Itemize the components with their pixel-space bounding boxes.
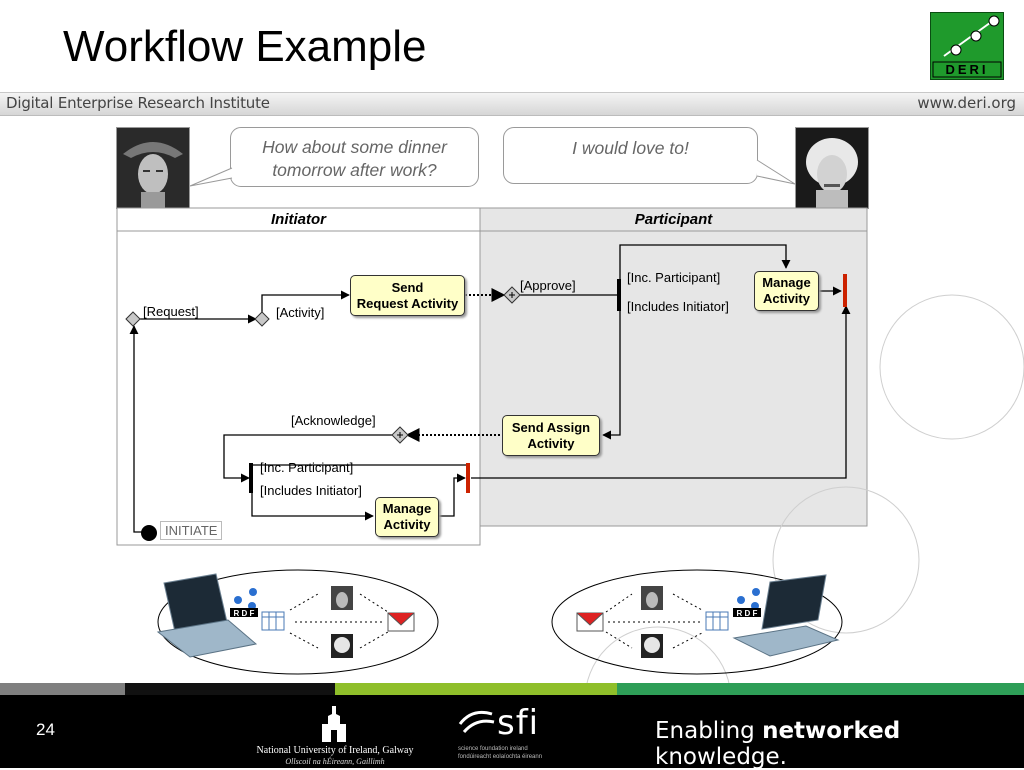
label-acknowledge: [Acknowledge] — [291, 413, 376, 428]
right-laptop-icon — [732, 574, 840, 657]
label-activity: [Activity] — [276, 305, 325, 320]
sfi-subtitle-ga: fondúireacht eolaíochta éireann — [458, 754, 543, 760]
manage-top-line-1: Manage — [762, 275, 811, 290]
footer-stripe-black — [125, 683, 335, 695]
label-includes-initiator-bottom: [Includes Initiator] — [260, 483, 362, 498]
right-mail-icon — [576, 612, 604, 632]
send-assign-line-2: Activity — [527, 435, 575, 451]
footer-stripe-gray — [0, 683, 125, 695]
lane-header-participant: Participant — [634, 211, 713, 228]
svg-text:R D F: R D F — [234, 609, 255, 618]
label-approve: [Approve] — [520, 278, 576, 293]
end-bar-top — [843, 274, 847, 307]
end-bar-bottom — [466, 463, 470, 493]
nuig-name: National University of Ireland, Galway — [256, 745, 414, 756]
send-request-line-2: Request Activity — [356, 295, 459, 311]
footer-stripe-lime — [335, 683, 617, 695]
label-includes-initiator-top: [Includes Initiator] — [627, 299, 729, 314]
initiator-speech-line-1: How about some dinner — [262, 137, 447, 157]
initiator-photo — [116, 127, 190, 209]
footer-stripe-green — [617, 683, 1024, 695]
send-assign-line-1: Send Assign — [511, 419, 591, 435]
tagline-post: knowledge. — [655, 744, 787, 770]
sfi-swoosh-icon — [458, 710, 495, 734]
initiate-start-node — [141, 525, 157, 541]
institute-name: Digital Enterprise Research Institute — [6, 94, 270, 112]
nuig-crest-icon — [322, 706, 346, 742]
request-gateway — [125, 311, 141, 327]
left-mail-icon — [387, 612, 415, 632]
page-number: 24 — [36, 720, 55, 739]
send-request-line-1: Send — [391, 279, 424, 295]
footer-bar — [0, 695, 1024, 768]
left-initiator-thumb — [331, 586, 353, 610]
manage-top-line-2: Activity — [763, 291, 810, 306]
right-participant-thumb — [641, 634, 663, 658]
initiator-speech-bubble: How about some dinner tomorrow after wor… — [230, 127, 479, 187]
fork-bar-top — [617, 279, 621, 311]
participant-lane — [479, 207, 868, 527]
website-link[interactable]: www.deri.org — [917, 94, 1016, 112]
left-rdf-icon: R D F — [230, 587, 258, 618]
left-laptop-icon — [156, 573, 258, 658]
label-initiate: INITIATE — [160, 521, 223, 540]
label-inc-participant-bottom: [Inc. Participant] — [260, 460, 354, 475]
activity-gateway — [254, 311, 270, 327]
participant-photo — [795, 127, 869, 209]
slide-title: Workflow Example — [63, 22, 427, 71]
initiator-speech-line-2: tomorrow after work? — [272, 160, 437, 180]
tagline-pre: Enabling — [655, 718, 763, 744]
tagline-bold: networked — [762, 718, 901, 744]
sfi-logo-text: sfi — [497, 703, 540, 743]
manage-bottom-line-2: Activity — [383, 517, 431, 532]
left-calendar-icon — [261, 611, 285, 631]
acknowledge-gateway — [391, 426, 409, 444]
label-inc-participant-top: [Inc. Participant] — [627, 270, 721, 285]
participant-speech-bubble: I would love to! — [503, 127, 758, 184]
svg-text:R D F: R D F — [737, 609, 758, 618]
sfi-subtitle-en: science foundation ireland — [458, 746, 528, 752]
manage-bottom-line-1: Manage — [382, 501, 432, 516]
deri-logo-text: DERI — [945, 62, 988, 77]
approve-gateway — [503, 286, 521, 304]
right-calendar-icon — [705, 611, 729, 631]
tagline: Enabling networked knowledge. — [655, 718, 1024, 770]
nuig-subtitle: Ollscoil na hÉireann, Gaillimh — [285, 757, 385, 766]
fork-bar-bottom — [249, 463, 253, 493]
deri-logo: DERI — [930, 12, 1004, 80]
left-participant-thumb — [331, 634, 353, 658]
label-request: [Request] — [143, 304, 199, 319]
right-rdf-icon: R D F — [733, 587, 761, 618]
header-band — [0, 92, 1024, 116]
lane-header-initiator: Initiator — [271, 211, 326, 228]
right-initiator-thumb — [641, 586, 663, 610]
